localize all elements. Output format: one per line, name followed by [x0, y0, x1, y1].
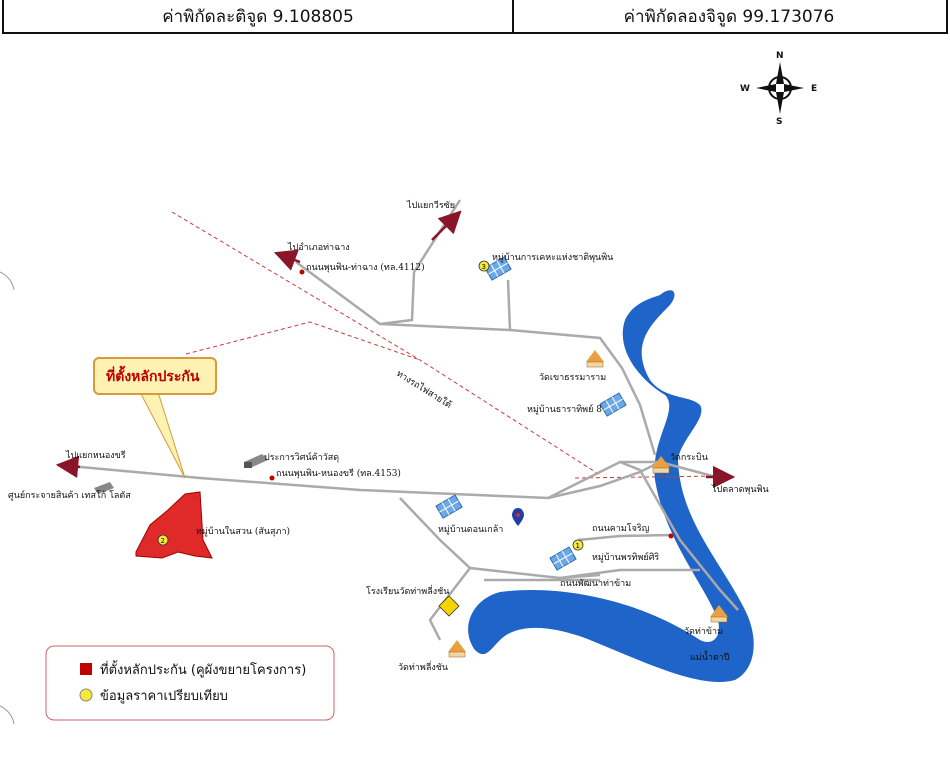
label-prakan: ประการวิศน์ค้าวัสดุ [264, 451, 339, 463]
road-marker [269, 475, 275, 481]
label-village-dontan: หมู่บ้านดอนเกล้า [438, 524, 503, 535]
railway-line [171, 211, 601, 476]
temple-icon [448, 640, 466, 658]
road-network [69, 199, 739, 641]
label-road-4112: ถนนพุนพิน-ท่าฉาง (ทล.4112) [306, 262, 425, 273]
arrow-nongkhri-icon [55, 455, 81, 479]
legend-item-price: ข้อมูลราคาเปรียบเทียบ [100, 688, 228, 704]
school-sign-icon [438, 595, 460, 617]
label-wat-thaphli: วัดท่าพลี่งชัน [398, 660, 448, 673]
legend-marker-swatch [79, 688, 93, 702]
label-village-3: หมู่บ้านการเคหะแห่งชาติพุนพิน [492, 252, 613, 263]
river [468, 290, 754, 682]
label-to-market: ไปตลาดพุนพิน [711, 484, 769, 495]
label-wat-thakham: วัดท่าข้าม [684, 626, 723, 637]
label-railway: ทางรถไฟสายใต้ [394, 368, 453, 411]
callout-pointer [139, 391, 186, 479]
legend-box [45, 645, 335, 721]
label-school: โรงเรียนวัดท่าพลี่งชัน [366, 584, 449, 597]
marker-2: 2 [157, 534, 169, 546]
label-to-nongkhri: ไปแยกหนองขรี [65, 450, 126, 461]
railway-branch [185, 321, 421, 361]
label-road-phatthana: ถนนพัฒนาท่าข้าม [560, 578, 631, 589]
label-village-2: หมู่บ้านในสวน (สันสุภา) [196, 526, 290, 537]
callout-box [93, 357, 217, 395]
svg-text:1: 1 [576, 542, 580, 550]
compass-s: S [776, 117, 782, 127]
village-icon [435, 494, 463, 519]
temple-icon [586, 350, 604, 368]
village-icon [484, 256, 512, 281]
compass-e: E [811, 84, 817, 94]
village-icon [599, 392, 627, 417]
building-icon [244, 454, 268, 468]
marker-3: 3 [478, 260, 490, 272]
compass-w: W [740, 84, 750, 94]
label-village-1: หมู่บ้านพรทิพย์ศิริ [592, 551, 659, 563]
label-river: แม่น้ำตาปี [690, 650, 730, 663]
label-road-4153: ถนนพุนพิน-หนองขรี (ทล.4153) [276, 468, 401, 479]
arrow-thachang-icon [273, 249, 301, 271]
label-to-surat: ไปแยกวีรซัย [406, 200, 455, 211]
svg-text:2: 2 [161, 537, 165, 545]
railway-east [574, 475, 721, 479]
marker-1: 1 [572, 539, 584, 551]
callout-text: ที่ตั้งหลักประกัน [106, 365, 200, 385]
label-village-pornthip: หมู่บ้านธาราทิพย์ 8 [527, 403, 602, 415]
collateral-plot [135, 491, 213, 559]
road-marker [299, 269, 305, 275]
temple-icon [652, 456, 670, 474]
label-distribution-center: ศูนย์กระจายสินค้า เทสโก้ โลตัส [8, 489, 131, 501]
svg-text:3: 3 [482, 263, 486, 271]
arrow-surat-icon [431, 210, 462, 241]
temple-icon [710, 605, 728, 623]
label-wat-khao: วัดเขาธรรมาราม [539, 373, 606, 383]
road-marker [668, 533, 674, 539]
coordinates-header: ค่าพิกัดละติจูด 9.108805 ค่าพิกัดลองจิจู… [0, 0, 950, 38]
compass-n: N [776, 51, 784, 61]
location-pin-icon [512, 508, 524, 526]
latitude-cell: ค่าพิกัดละติจูด 9.108805 [2, 0, 514, 34]
label-to-thachang: ไปอำเภอท่าฉาง [287, 242, 350, 253]
legend-item-plot: ที่ตั้งหลักประกัน (คูผังขยายโครงการ) [100, 660, 306, 678]
legend-plot-swatch [80, 663, 92, 675]
compass-rose-icon: N S E W [740, 51, 817, 127]
page-edge-mark [0, 705, 15, 725]
longitude-cell: ค่าพิกัดลองจิจูด 99.173076 [512, 0, 948, 34]
building-icon [94, 482, 114, 494]
longitude-label: ค่าพิกัดลองจิจูด 99.173076 [623, 6, 835, 27]
latitude-label: ค่าพิกัดละติจูด 9.108805 [162, 6, 354, 27]
label-road-kham: ถนนคามโจริญ [592, 523, 650, 534]
label-wat-kraben: วัดกระบิน [670, 452, 708, 463]
page-edge-mark [0, 271, 15, 291]
village-icon [549, 546, 577, 571]
